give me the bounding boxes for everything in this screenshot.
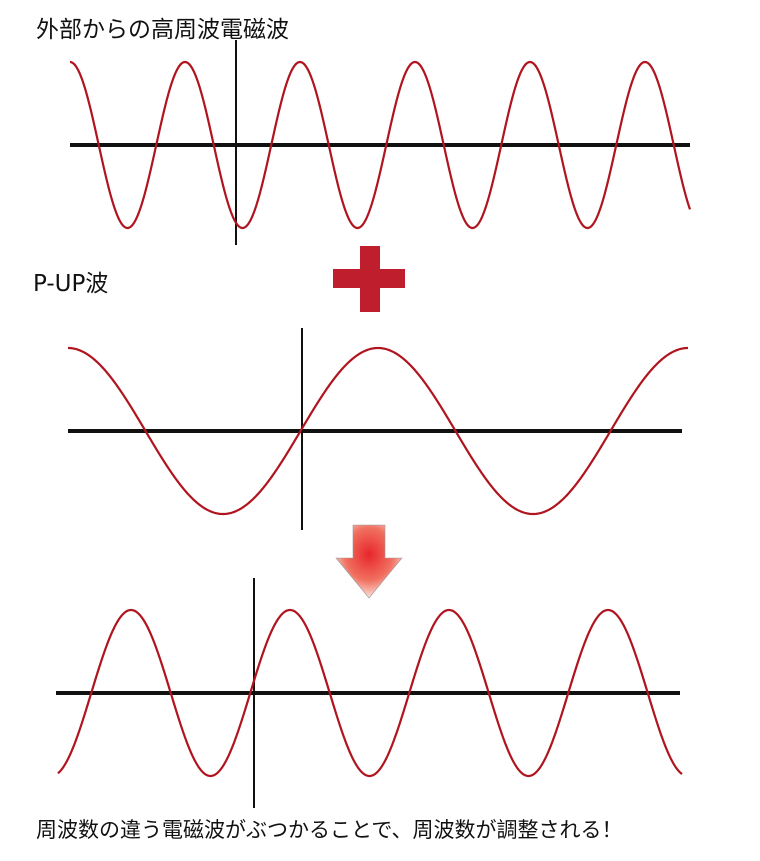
sine-wave <box>69 60 692 230</box>
caption: 周波数の違う電磁波がぶつかることで、周波数が調整される！ <box>36 818 623 842</box>
external-wave-title: 外部からの高周波電磁波 <box>36 17 289 43</box>
sine-wave <box>57 608 683 778</box>
pup-wave-graph <box>67 328 689 530</box>
pup-wave-title: P-UP波 <box>33 271 109 297</box>
arrow-down-icon <box>335 524 403 599</box>
plus-icon <box>333 246 405 312</box>
sine-wave <box>67 346 689 516</box>
external-wave-graph <box>69 40 692 245</box>
result-wave-graph <box>56 578 683 808</box>
